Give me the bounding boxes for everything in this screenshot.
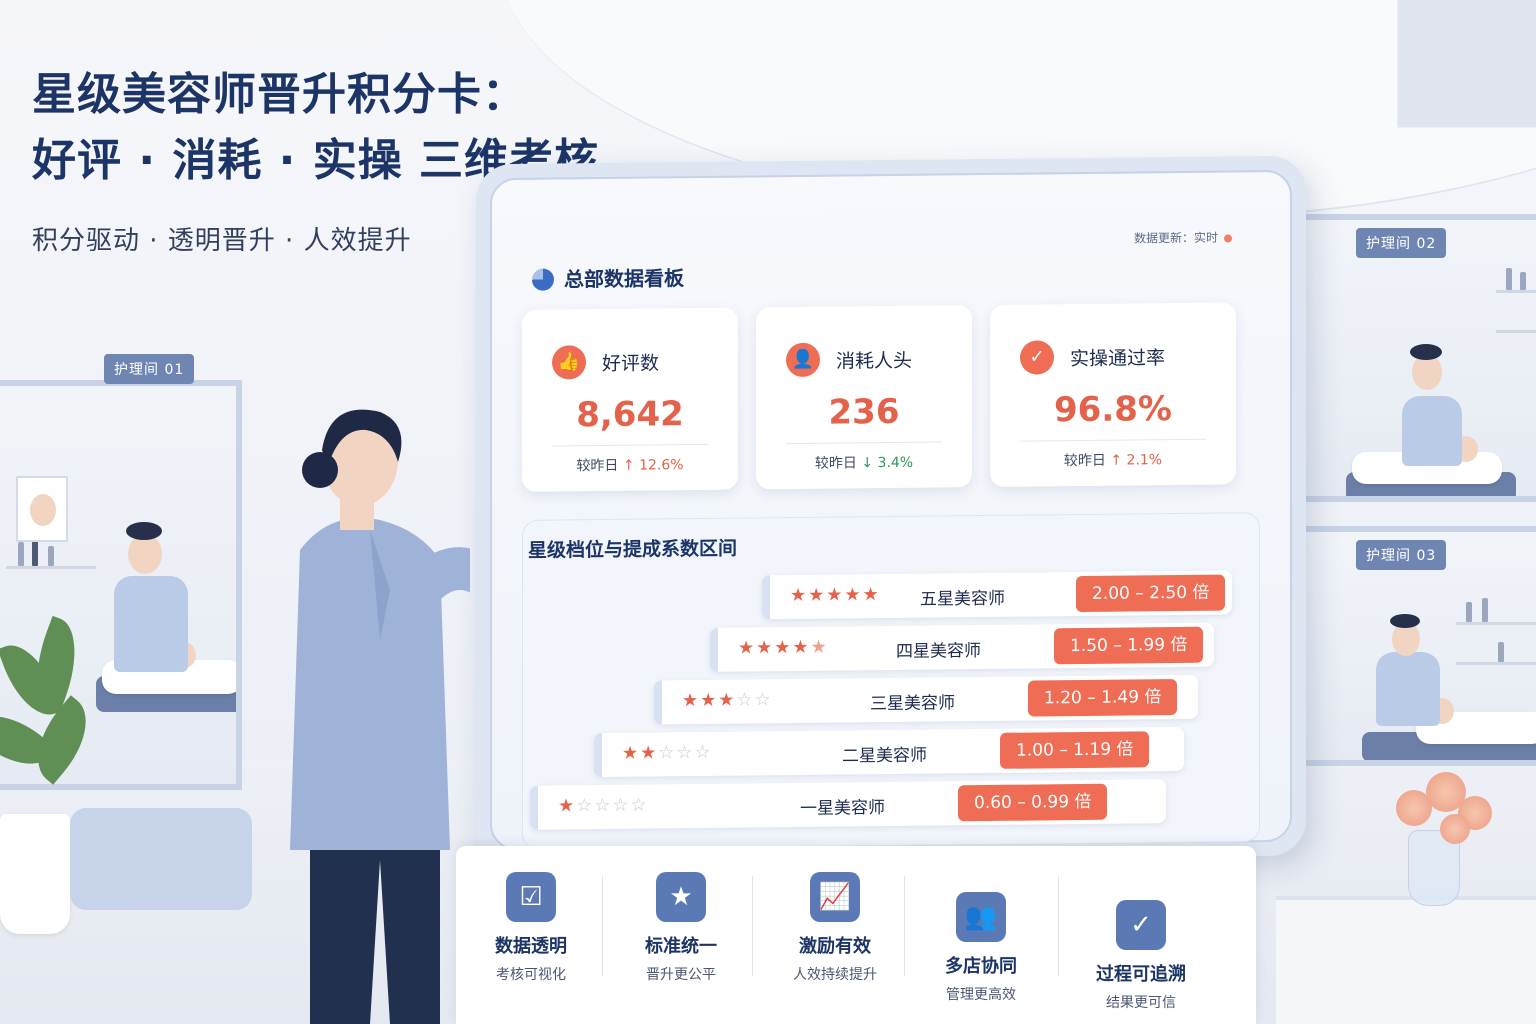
stat-value: 236 <box>828 391 900 433</box>
level-name: 二星美容师 <box>842 745 927 767</box>
room-label-01: 护理间 01 <box>104 354 195 384</box>
feature-traceable: ✓ 过程可追溯 结果更可信 <box>1066 900 1216 1012</box>
shield-check-icon: ✓ <box>1020 340 1054 375</box>
thumbs-up-icon: 👍 <box>552 345 586 380</box>
bench <box>70 808 252 910</box>
poster <box>16 476 68 542</box>
pie-chart-icon <box>532 268 554 291</box>
arrow-up-icon: ↑ <box>622 457 635 474</box>
star-rating-icon: ★★★★★ <box>790 584 881 607</box>
coefficient-badge: 2.00 – 2.50 倍 <box>1076 574 1226 613</box>
stat-label: 消耗人头 <box>836 349 913 373</box>
room-label-02: 护理间 02 <box>1356 228 1447 258</box>
feature-effective-incentive: 📈 激励有效 人效持续提升 <box>760 872 910 984</box>
star-rating-icon: ★★★☆☆ <box>682 689 773 712</box>
feature-sub: 结果更可信 <box>1106 995 1176 1011</box>
level-row-1[interactable]: ★☆☆☆☆ 一星美容师 0.60 – 0.99 倍 <box>530 779 1166 830</box>
feature-unified-standard: ★ 标准统一 晋升更公平 <box>606 872 756 984</box>
plant-pot <box>0 814 70 934</box>
feature-title: 过程可追溯 <box>1096 964 1186 985</box>
level-row-3[interactable]: ★★★☆☆ 三星美容师 1.20 – 1.49 倍 <box>654 674 1198 725</box>
stat-card-consumption[interactable]: 👤 消耗人头 236 较昨日 ↓ 3.4% <box>756 305 972 490</box>
stat-change: 较昨日 ↓ 3.4% <box>814 454 914 472</box>
arrow-down-icon: ↓ <box>861 455 874 472</box>
side-table <box>1276 896 1536 1024</box>
team-icon: 👥 <box>956 892 1006 942</box>
dashboard-title: 总部数据看板 <box>532 262 684 293</box>
star-rating-icon: ★★★★★ <box>738 636 829 659</box>
feature-sub: 晋升更公平 <box>646 967 716 983</box>
dashboard-screen: 数据更新：实时 总部数据看板 👍 好评数 8,642 较昨日 ↑ 12.6% 👤… <box>476 155 1306 865</box>
coefficient-badge: 1.20 – 1.49 倍 <box>1028 679 1178 717</box>
room-label-03: 护理间 03 <box>1356 540 1447 570</box>
coefficient-badge: 1.00 – 1.19 倍 <box>1000 731 1150 769</box>
clipboard-icon: ☑ <box>506 872 556 922</box>
level-row-5[interactable]: ★★★★★ 五星美容师 2.00 – 2.50 倍 <box>762 570 1232 620</box>
feature-title: 数据透明 <box>495 936 567 957</box>
shield-check-icon: ✓ <box>1116 900 1166 950</box>
level-row-2[interactable]: ★★☆☆☆ 二星美容师 1.00 – 1.19 倍 <box>594 726 1184 778</box>
feature-title: 多店协同 <box>945 956 1017 977</box>
update-note: 数据更新：实时 <box>1134 228 1232 246</box>
subtitle: 积分驱动 · 透明晋升 · 人效提升 <box>32 226 412 256</box>
headline: 星级美容师晋升积分卡： 好评 · 消耗 · 实操 三维考核 <box>32 62 599 194</box>
stat-label: 好评数 <box>602 352 660 376</box>
growth-chart-icon: 📈 <box>810 872 860 922</box>
stat-card-reviews[interactable]: 👍 好评数 8,642 较昨日 ↑ 12.6% <box>522 307 738 492</box>
level-name: 一星美容师 <box>800 798 885 819</box>
levels-title: 星级档位与提成系数区间 <box>528 537 738 562</box>
level-name: 四星美容师 <box>896 641 981 662</box>
live-dot-icon <box>1224 233 1232 243</box>
stat-change: 较昨日 ↑ 12.6% <box>576 457 684 475</box>
feature-sub: 人效持续提升 <box>793 967 877 983</box>
treatment-room-01 <box>0 380 242 790</box>
stat-value: 96.8% <box>1054 389 1172 431</box>
stat-card-pass-rate[interactable]: ✓ 实操通过率 96.8% 较昨日 ↑ 2.1% <box>990 302 1236 487</box>
feature-title: 激励有效 <box>799 936 871 957</box>
presenter-illustration <box>290 409 470 1024</box>
headline-line-1: 星级美容师晋升积分卡： <box>32 69 527 120</box>
feature-title: 标准统一 <box>645 936 717 957</box>
feature-multi-store: 👥 多店协同 管理更高效 <box>906 892 1056 1004</box>
arrow-up-icon: ↑ <box>1110 452 1123 469</box>
coefficient-badge: 0.60 – 0.99 倍 <box>958 783 1108 822</box>
feature-bar: ☑ 数据透明 考核可视化 ★ 标准统一 晋升更公平 📈 激励有效 人效持续提升 … <box>456 846 1256 1024</box>
badge-star-icon: ★ <box>656 872 706 922</box>
coefficient-badge: 1.50 – 1.99 倍 <box>1054 626 1204 665</box>
feature-sub: 管理更高效 <box>946 987 1016 1003</box>
dashboard-panel: 数据更新：实时 总部数据看板 👍 好评数 8,642 较昨日 ↑ 12.6% 👤… <box>490 169 1292 851</box>
level-name: 三星美容师 <box>870 693 955 715</box>
user-icon: 👤 <box>786 342 820 378</box>
level-row-4[interactable]: ★★★★★ 四星美容师 1.50 – 1.99 倍 <box>710 622 1214 672</box>
stat-change: 较昨日 ↑ 2.1% <box>1063 452 1163 470</box>
star-rating-icon: ★☆☆☆☆ <box>558 794 649 817</box>
level-name: 五星美容师 <box>920 588 1005 610</box>
star-rating-icon: ★★☆☆☆ <box>622 741 713 764</box>
feature-data-transparency: ☑ 数据透明 考核可视化 <box>456 872 606 984</box>
feature-sub: 考核可视化 <box>496 967 566 983</box>
stat-label: 实操通过率 <box>1070 347 1166 371</box>
stat-value: 8,642 <box>576 394 684 436</box>
